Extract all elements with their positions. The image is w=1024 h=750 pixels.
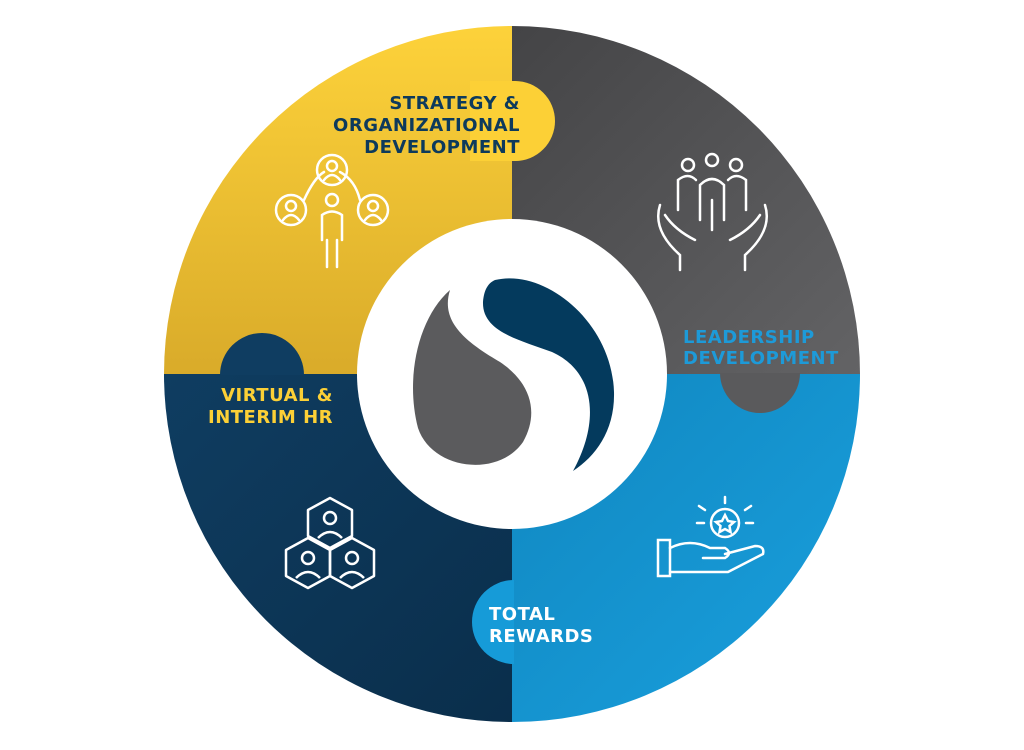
label-rewards: TOTAL REWARDS xyxy=(489,604,593,647)
label-virtual: VIRTUAL & INTERIM HR xyxy=(208,385,333,428)
svg-text:VIRTUAL &: VIRTUAL & xyxy=(221,385,333,406)
svg-text:DEVELOPMENT: DEVELOPMENT xyxy=(364,137,520,158)
svg-text:DEVELOPMENT: DEVELOPMENT xyxy=(683,348,839,369)
people-network-icon xyxy=(274,153,390,269)
tab-virtual xyxy=(220,333,304,375)
tab-rewards xyxy=(472,580,514,664)
svg-text:REWARDS: REWARDS xyxy=(489,626,593,647)
label-strategy: STRATEGY & ORGANIZATIONAL DEVELOPMENT xyxy=(333,93,520,158)
svg-text:STRATEGY &: STRATEGY & xyxy=(389,93,520,114)
hand-with-star-medal-icon xyxy=(656,495,765,578)
label-leadership: LEADERSHIP DEVELOPMENT xyxy=(683,327,839,369)
tab-leadership xyxy=(720,373,800,413)
logo-icon xyxy=(413,278,615,471)
svg-text:LEADERSHIP: LEADERSHIP xyxy=(683,327,815,348)
svg-text:TOTAL: TOTAL xyxy=(489,604,555,625)
hands-holding-people-icon xyxy=(657,152,768,272)
svg-text:INTERIM HR: INTERIM HR xyxy=(208,407,333,428)
svg-text:ORGANIZATIONAL: ORGANIZATIONAL xyxy=(333,115,520,136)
hexagon-team-icon xyxy=(284,496,376,590)
tab-strategy-ext xyxy=(470,81,555,161)
